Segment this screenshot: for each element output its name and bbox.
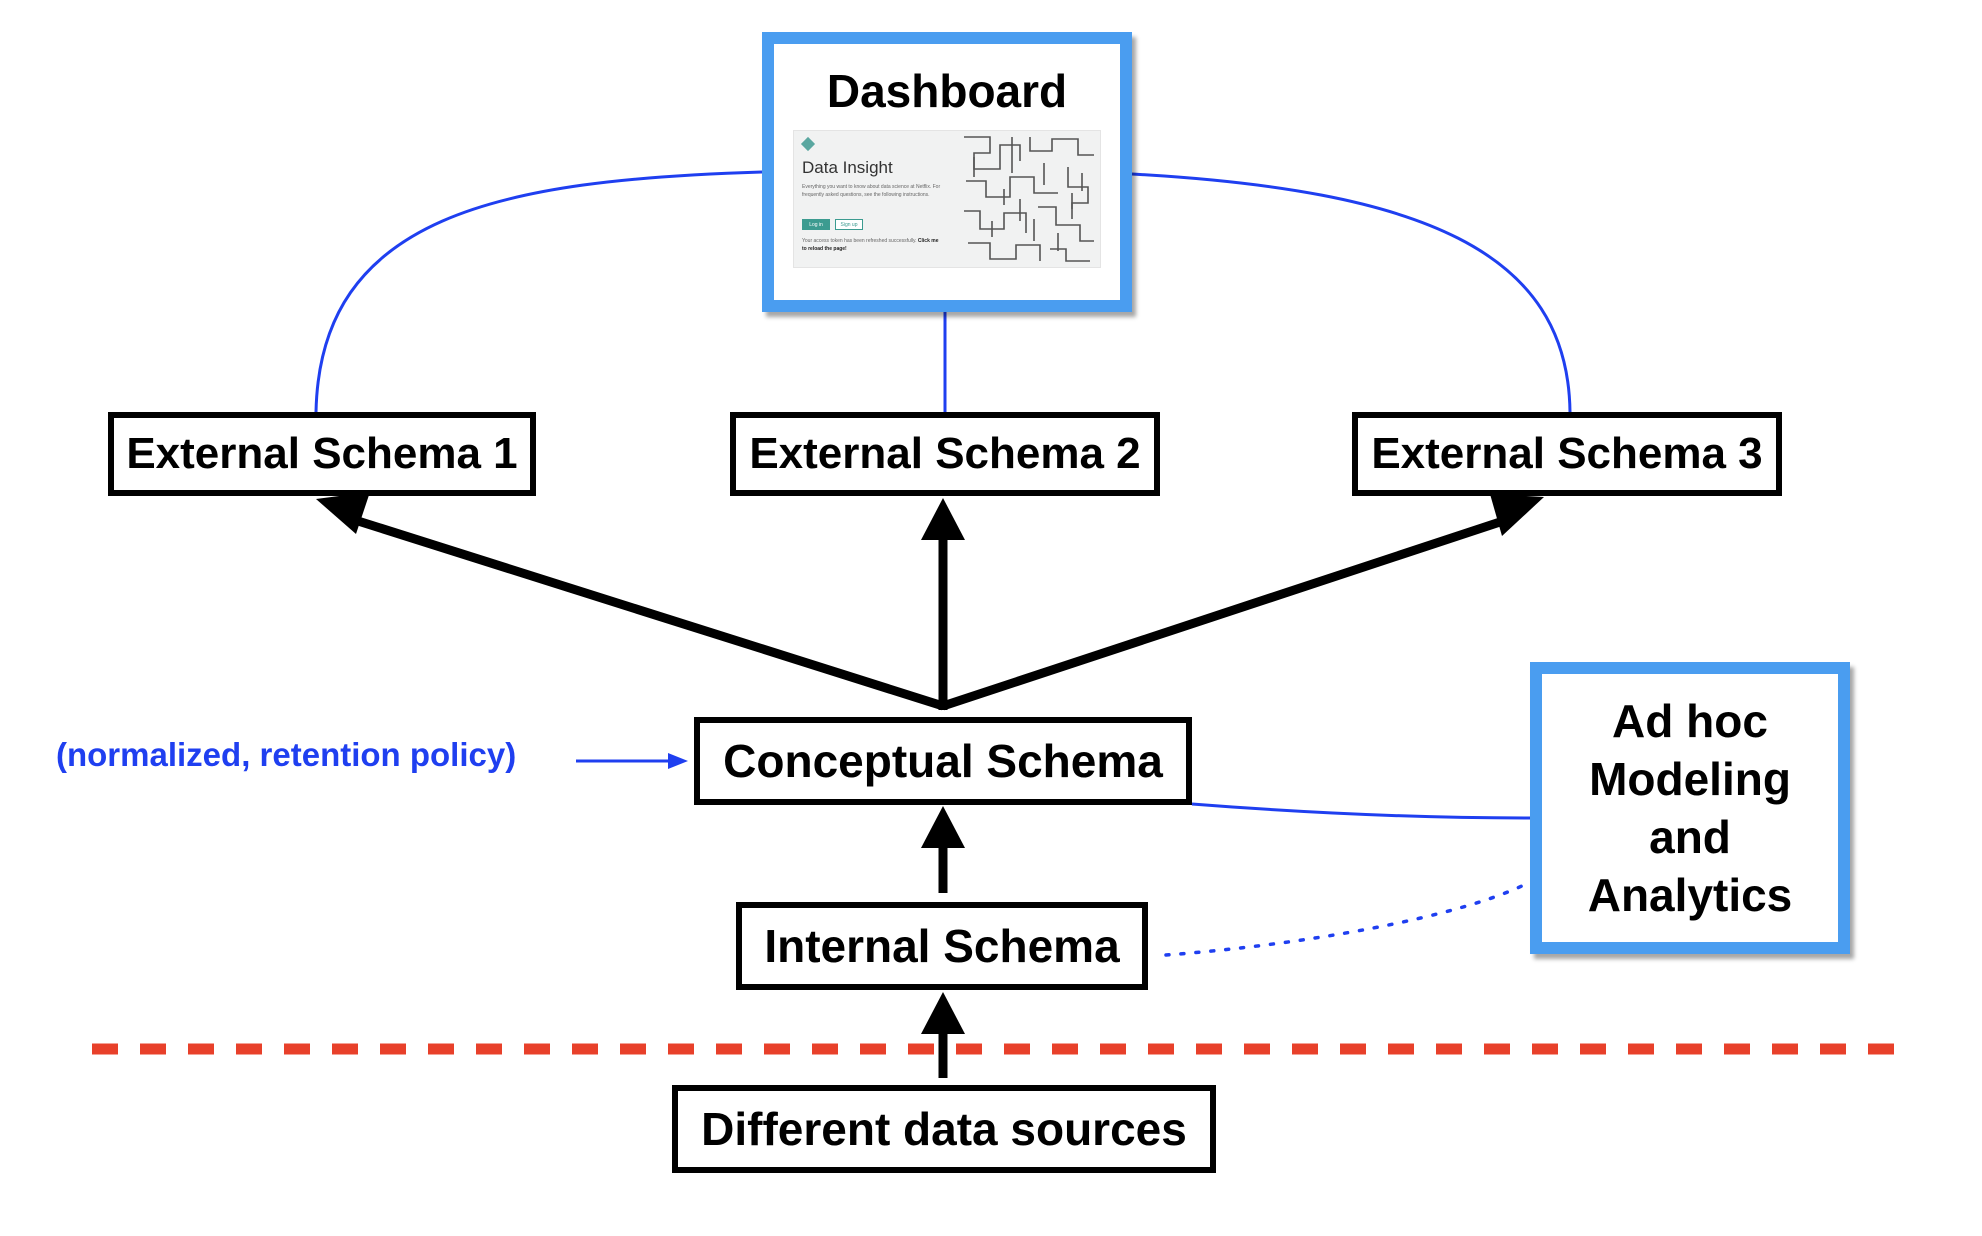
adhoc-analytics-box: Ad hoc Modeling and Analytics (1530, 662, 1850, 954)
token-refresh-text: Your access token has been refreshed suc… (802, 238, 917, 244)
external-schema-2-box: External Schema 2 (730, 412, 1160, 496)
login-button[interactable]: Log in (802, 219, 830, 230)
internal-to-adhoc-dotted-link (1164, 880, 1532, 957)
ext2-arrowhead (921, 498, 965, 540)
conceptual-arrowhead (921, 806, 965, 848)
conceptual-to-ext1-arrow (356, 516, 945, 711)
dashboard-title: Dashboard (826, 65, 1068, 117)
conceptual-schema-box: Conceptual Schema (694, 717, 1192, 805)
dashboard-to-ext3-link (1131, 172, 1572, 413)
side-note-arrowhead (668, 753, 688, 769)
external-schema-3-box: External Schema 3 (1352, 412, 1782, 496)
adhoc-line-1: Ad hoc (1612, 695, 1768, 747)
dashboard-preview-screenshot: Data Insight Everything you want to know… (793, 130, 1101, 268)
data-insight-logo-icon (800, 136, 816, 152)
conceptual-to-adhoc-link (1191, 802, 1531, 820)
data-insight-intro: Everything you want to know about data s… (802, 184, 941, 198)
dashboard-to-ext1-link (314, 170, 763, 413)
ext3-arrowhead (1490, 494, 1544, 536)
ext1-arrowhead (316, 492, 370, 534)
reload-link[interactable]: Click me to reload the page! (802, 238, 939, 252)
internal-schema-box: Internal Schema (736, 902, 1148, 990)
conceptual-side-note: (normalized, retention policy) (56, 736, 517, 773)
adhoc-line-3: and (1649, 811, 1731, 863)
signup-button[interactable]: Sign up (835, 219, 863, 230)
internal-arrowhead (921, 992, 965, 1034)
token-refresh-note: Your access token has been refreshed suc… (802, 237, 942, 253)
dashboard-box: Dashboard Data Insight Everything you wa… (762, 32, 1132, 312)
maze-illustration (964, 136, 1094, 262)
adhoc-line-4: Analytics (1587, 869, 1793, 921)
conceptual-to-ext3-arrow (941, 517, 1502, 711)
data-sources-box: Different data sources (672, 1085, 1216, 1173)
external-schema-1-box: External Schema 1 (108, 412, 536, 496)
adhoc-line-2: Modeling (1589, 753, 1791, 805)
data-insight-title: Data Insight (802, 158, 893, 177)
